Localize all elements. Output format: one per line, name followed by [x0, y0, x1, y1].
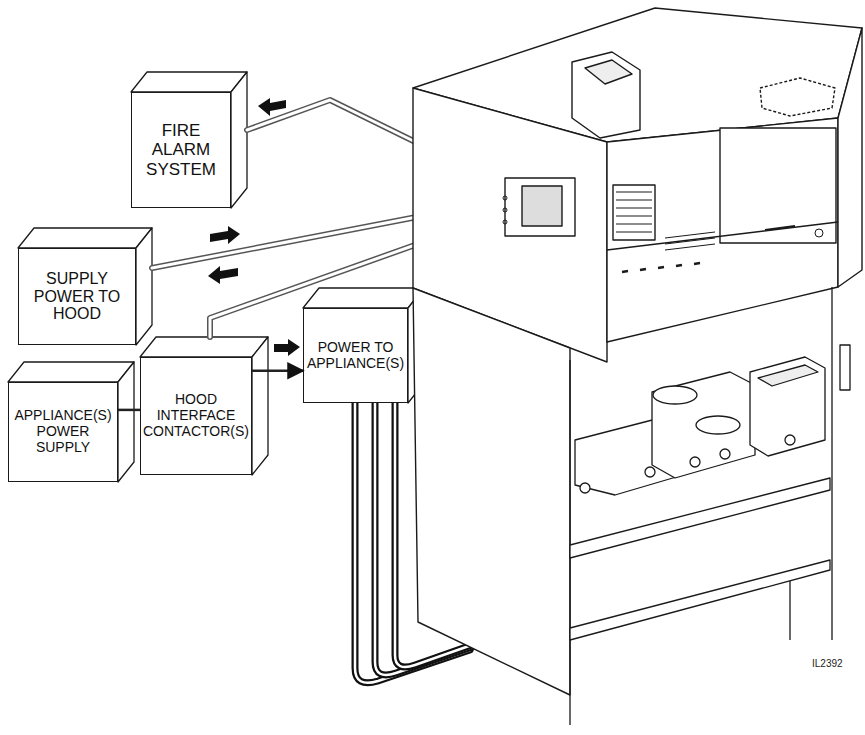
box-label: POWER TO APPLIANCE(S): [307, 340, 404, 371]
label-box: APPLIANCE(S) POWER SUPPLY: [8, 382, 118, 482]
vent-grille: [613, 185, 655, 240]
exhaust-opening: [585, 60, 632, 84]
box-label: APPLIANCE(S) POWER SUPPLY: [14, 408, 111, 455]
knockout: [503, 196, 507, 200]
direction-arrow: [258, 98, 286, 116]
terminal-block: [522, 186, 562, 226]
control-knob: [580, 483, 590, 493]
fryer: [750, 357, 825, 456]
stand-leg: [789, 575, 790, 640]
box-label: SUPPLY POWER TO HOOD: [25, 270, 129, 324]
hood-front: [607, 118, 838, 342]
figure-number: IL2392: [812, 658, 843, 669]
box-label: HOOD INTERFACE CONTACTOR(S): [143, 392, 249, 439]
hood-end: [838, 28, 862, 287]
stand-leg: [831, 287, 832, 640]
junction-box: [505, 178, 575, 236]
box-top-face: [140, 337, 268, 357]
control-slots: [665, 232, 715, 250]
box-side-face: [118, 362, 134, 482]
control-knob: [690, 457, 700, 467]
outlet-box: [840, 345, 850, 390]
box-top-face: [18, 228, 152, 248]
label-box: HOOD INTERFACE CONTACTOR(S): [140, 357, 252, 475]
label-box: SUPPLY POWER TO HOOD: [18, 248, 136, 345]
knockout: [503, 220, 507, 224]
knockout: [503, 208, 507, 212]
fryer-well: [758, 365, 818, 386]
wire-connector: [118, 409, 140, 412]
box-side-face: [252, 337, 268, 475]
panel-seam: [607, 222, 838, 250]
wire-connector: [252, 370, 303, 373]
box-top-face: [8, 362, 134, 382]
box-label: FIRE ALARM SYSTEM: [138, 121, 224, 178]
label-box: FIRE ALARM SYSTEM: [131, 92, 231, 208]
label-box: POWER TO APPLIANCE(S): [303, 308, 408, 403]
control-knob: [785, 435, 795, 445]
burner: [696, 416, 740, 434]
indicator-lights: [622, 263, 700, 272]
burner: [653, 386, 697, 404]
grille-slats: [616, 192, 652, 232]
box-side-face: [136, 228, 152, 345]
stand-leg: [569, 360, 570, 725]
logo-badge: [815, 229, 823, 237]
access-panel: [760, 78, 835, 116]
lower-shelf: [570, 560, 830, 640]
filter-door: [720, 128, 836, 243]
hot-plate: [652, 372, 755, 478]
direction-arrow: [208, 266, 238, 284]
direction-arrow: [274, 339, 300, 356]
side-panel: [413, 288, 570, 695]
exhaust-collar: [572, 52, 640, 138]
control-knob: [720, 449, 730, 459]
direction-arrow: [210, 226, 240, 244]
box-top-face: [131, 72, 247, 92]
box-side-face: [231, 72, 247, 208]
box-top-face: [303, 288, 424, 308]
control-knob: [645, 467, 655, 477]
